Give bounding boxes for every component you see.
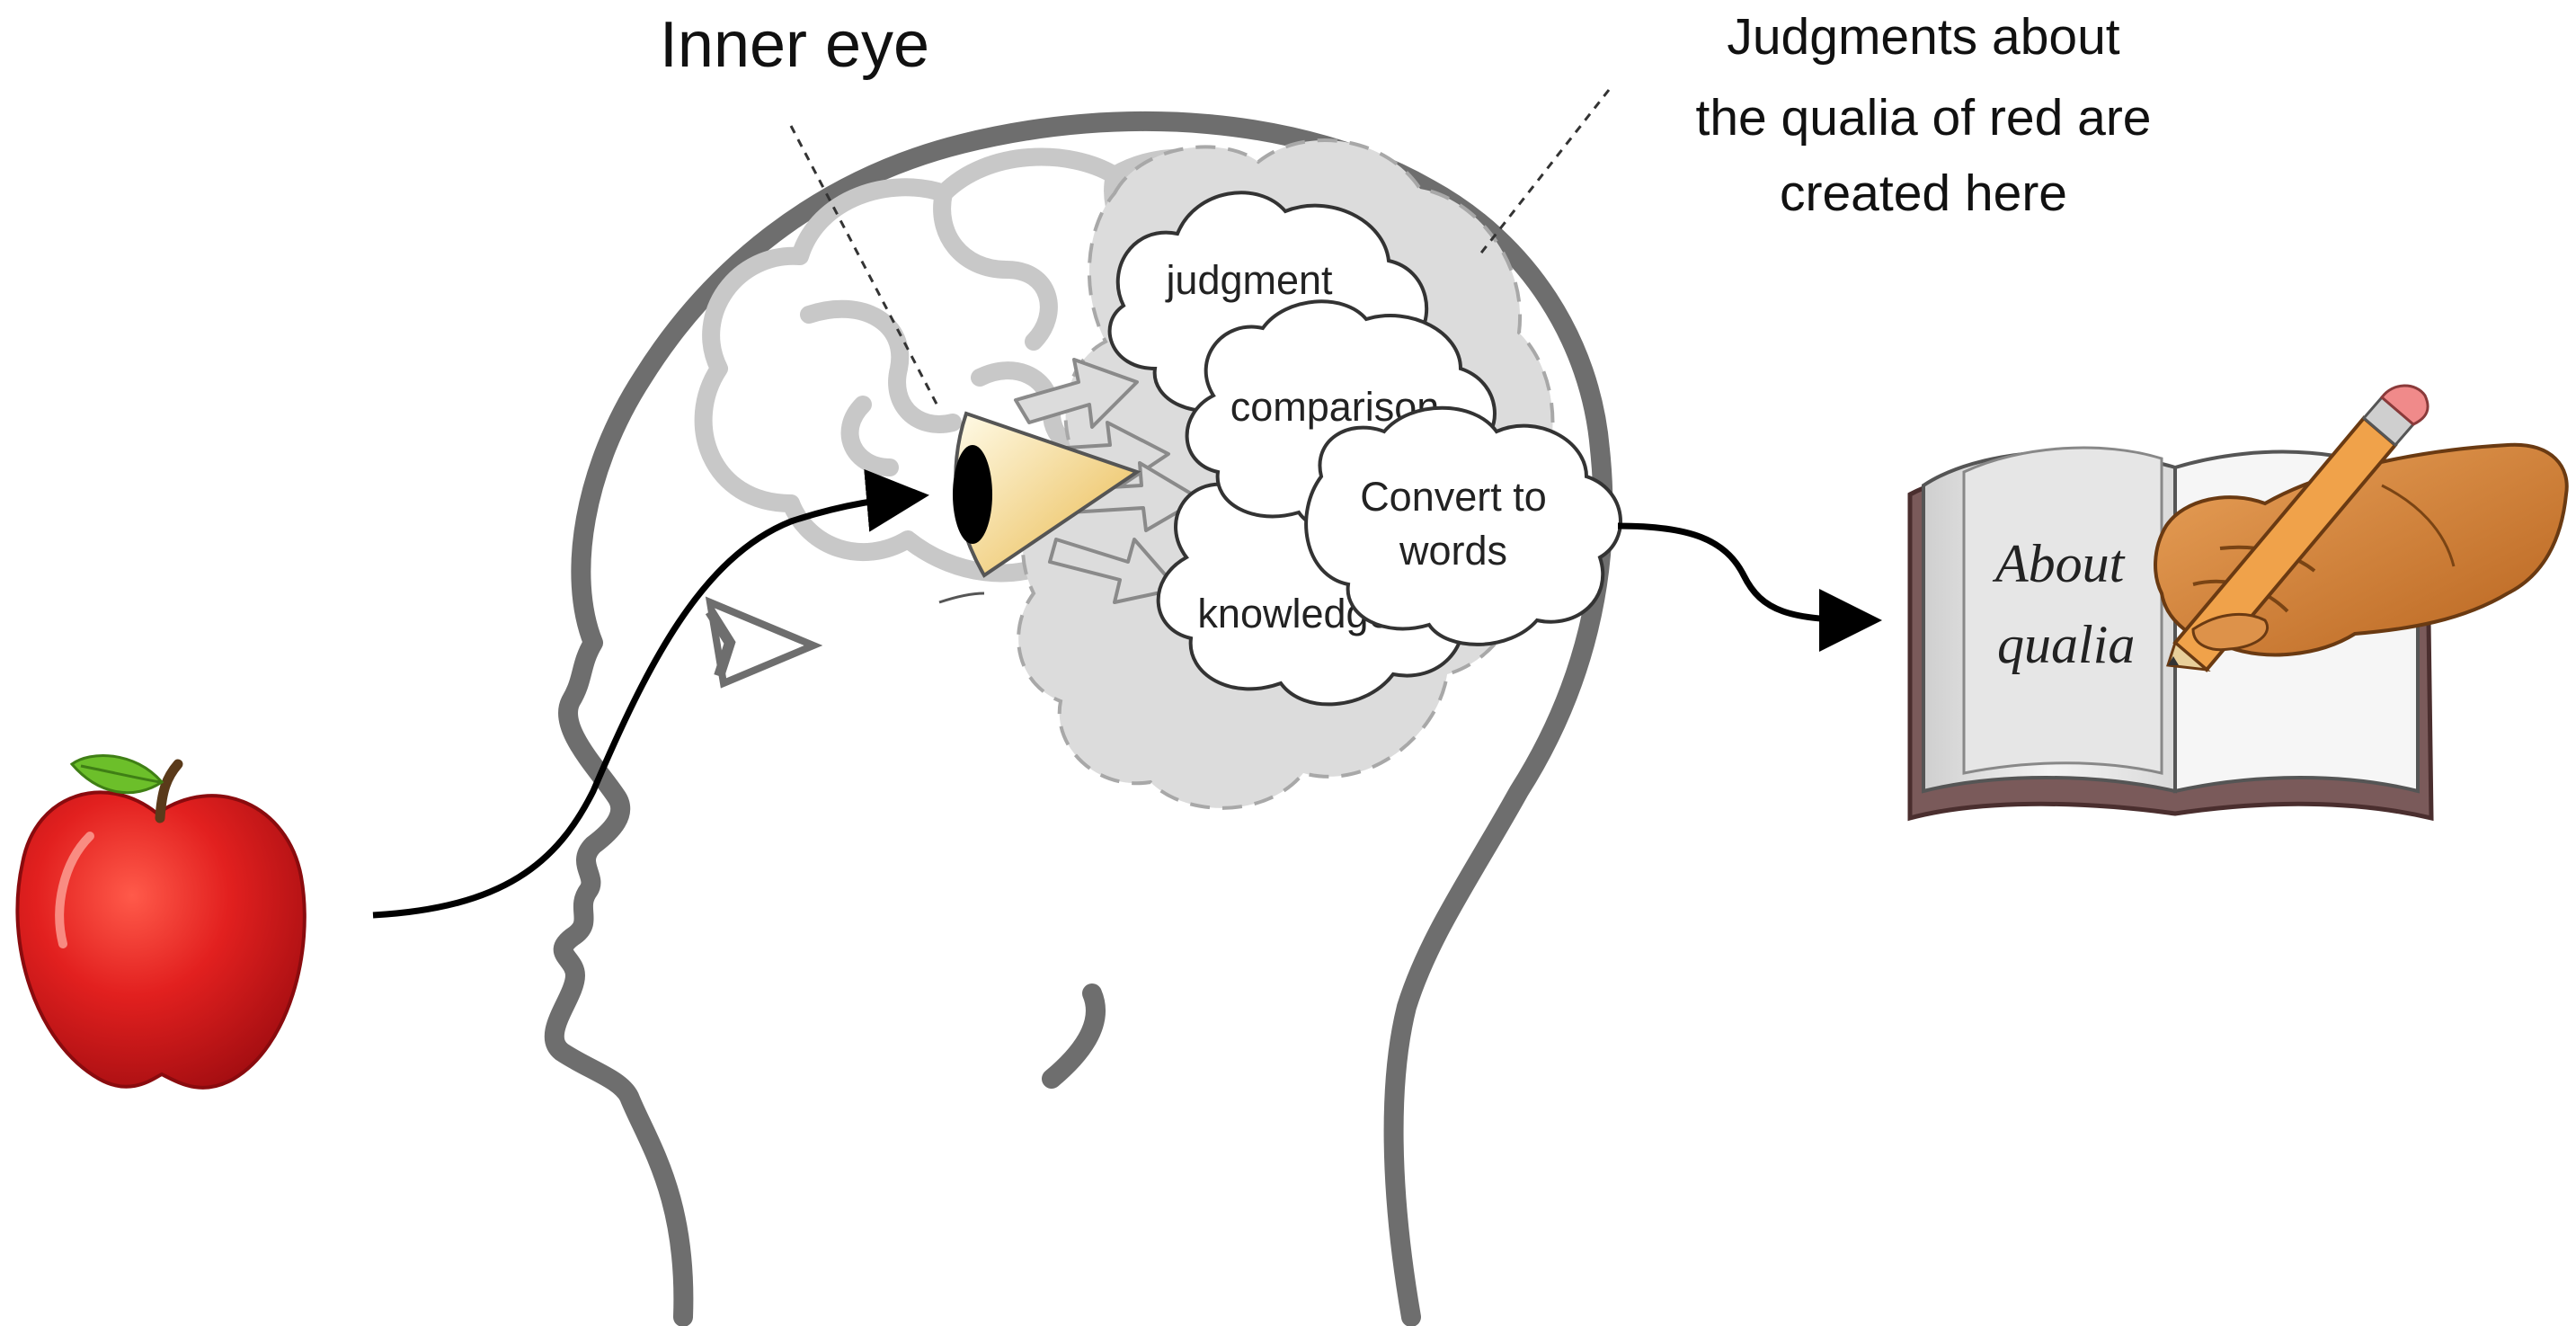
judgments-label-line2: the qualia of red are (1695, 89, 2151, 147)
inner-eye-label: Inner eye (660, 9, 929, 81)
input-arrow (373, 496, 917, 915)
cloud-label-convert-line1: Convert to (1360, 474, 1547, 520)
book-text-line2: qualia (1997, 615, 2135, 674)
output-arrow (1618, 526, 1870, 620)
outer-eye-icon (710, 602, 813, 683)
cloud-label-judgment: judgment (1164, 257, 1333, 303)
apple-icon (17, 755, 304, 1087)
cloud-label-convert-line2: words (1399, 528, 1507, 574)
judgments-label-line3: created here (1780, 165, 2067, 222)
judgments-label-line1: Judgments about (1727, 8, 2119, 66)
cloud-convert-to-words: Convert to words (1306, 408, 1621, 645)
book-text-line1: About (1992, 534, 2126, 593)
hand-writing-icon (2155, 386, 2567, 670)
